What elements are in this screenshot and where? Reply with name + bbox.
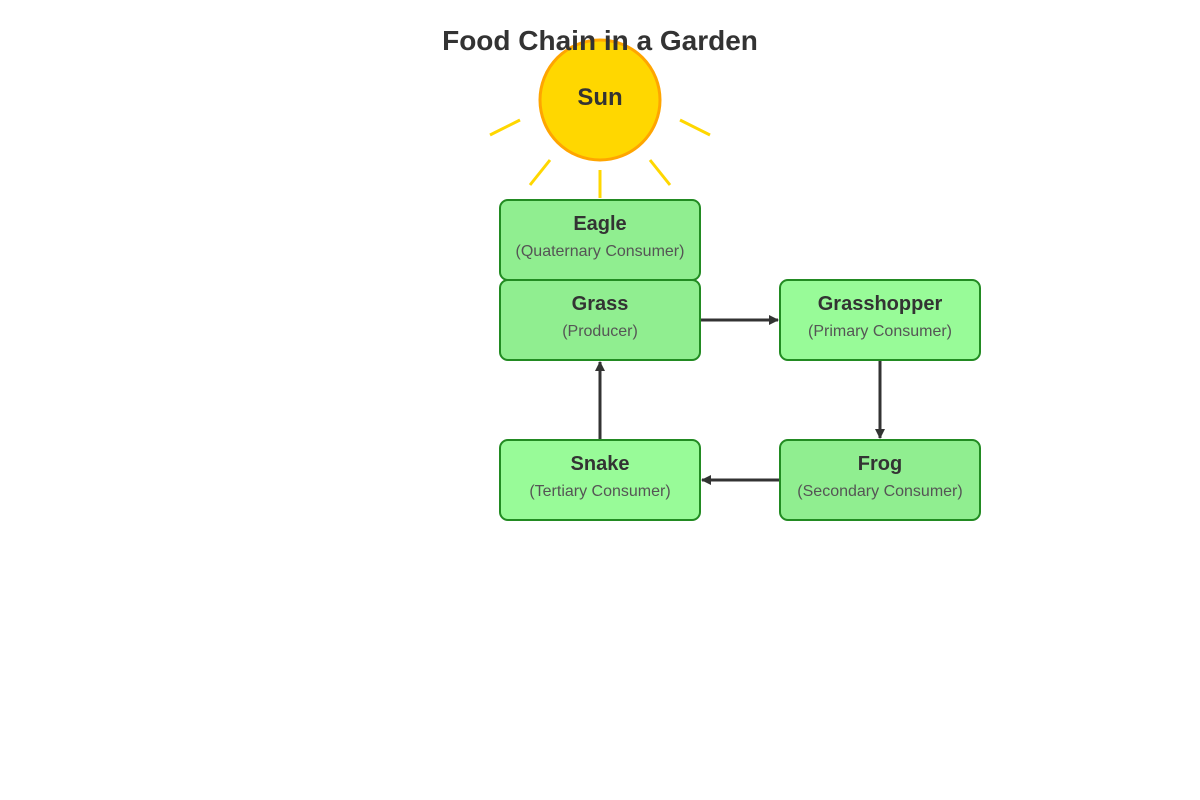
- node-role: (Quaternary Consumer): [516, 243, 685, 260]
- sun-node: Sun: [538, 38, 662, 162]
- sun-ray: [679, 118, 711, 137]
- node-name: Frog: [858, 453, 902, 475]
- node-name: Snake: [571, 453, 630, 475]
- node-grasshopper: Grasshopper (Primary Consumer): [779, 279, 981, 361]
- node-name: Grass: [572, 293, 629, 315]
- node-box: [499, 439, 701, 521]
- node-snake: Snake (Tertiary Consumer): [499, 439, 701, 521]
- node-eagle: Eagle (Quaternary Consumer): [499, 199, 701, 281]
- node-box: [499, 279, 701, 361]
- node-name: Eagle: [573, 213, 626, 235]
- sun-circle: [538, 38, 662, 162]
- edges: [595, 315, 885, 485]
- sun-ray: [528, 159, 552, 186]
- sun-rays: [489, 118, 711, 198]
- sun-ray: [489, 118, 521, 137]
- node-frog: Frog (Secondary Consumer): [779, 439, 981, 521]
- node-box: [499, 199, 701, 281]
- node-role: (Producer): [562, 323, 638, 340]
- sun-label: Sun: [577, 84, 622, 111]
- node-role: (Primary Consumer): [808, 323, 952, 340]
- node-role: (Tertiary Consumer): [529, 483, 670, 500]
- diagram-title: Food Chain in a Garden: [442, 25, 758, 56]
- node-grass: Grass (Producer): [499, 279, 701, 361]
- node-box: [779, 439, 981, 521]
- sun-ray: [648, 159, 672, 186]
- node-box: [779, 279, 981, 361]
- node-name: Grasshopper: [818, 293, 943, 315]
- node-role: (Secondary Consumer): [797, 483, 962, 500]
